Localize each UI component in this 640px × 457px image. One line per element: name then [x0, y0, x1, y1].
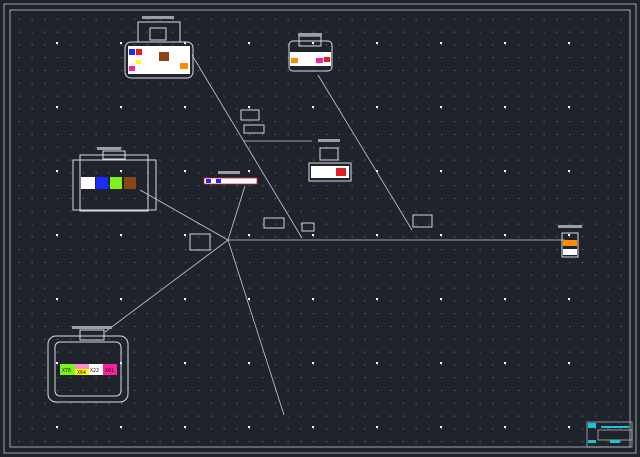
- pin-label: X22: [90, 368, 99, 374]
- title-block: [586, 421, 633, 448]
- wire: [139, 189, 229, 241]
- pin-label: X64: [77, 370, 86, 376]
- pin-cell-x22: X22: [89, 364, 103, 375]
- wire: [227, 239, 285, 416]
- connector-bottom-left[interactable]: X76 X64 X22 X01: [47, 326, 129, 403]
- connector-inline-strip[interactable]: [203, 171, 258, 185]
- connector-top-middle[interactable]: [288, 33, 333, 72]
- wire-tables[interactable]: [189, 109, 433, 251]
- connector-right[interactable]: [558, 225, 582, 258]
- pin-cell-x01: X01: [103, 364, 117, 375]
- connector-top-left[interactable]: [124, 16, 194, 79]
- connector-left[interactable]: [72, 147, 157, 212]
- pin-label: X76: [62, 368, 71, 374]
- pin-cell-x64: X64: [75, 364, 89, 376]
- wire: [104, 239, 229, 333]
- drawing-frame: [3, 3, 637, 454]
- connector-middle[interactable]: [308, 139, 352, 182]
- pin-cell-x76: X76: [60, 364, 75, 375]
- wires[interactable]: [104, 54, 565, 416]
- pin-label: X01: [105, 368, 114, 374]
- wire: [317, 74, 413, 231]
- wire: [227, 185, 246, 241]
- wire: [191, 54, 303, 239]
